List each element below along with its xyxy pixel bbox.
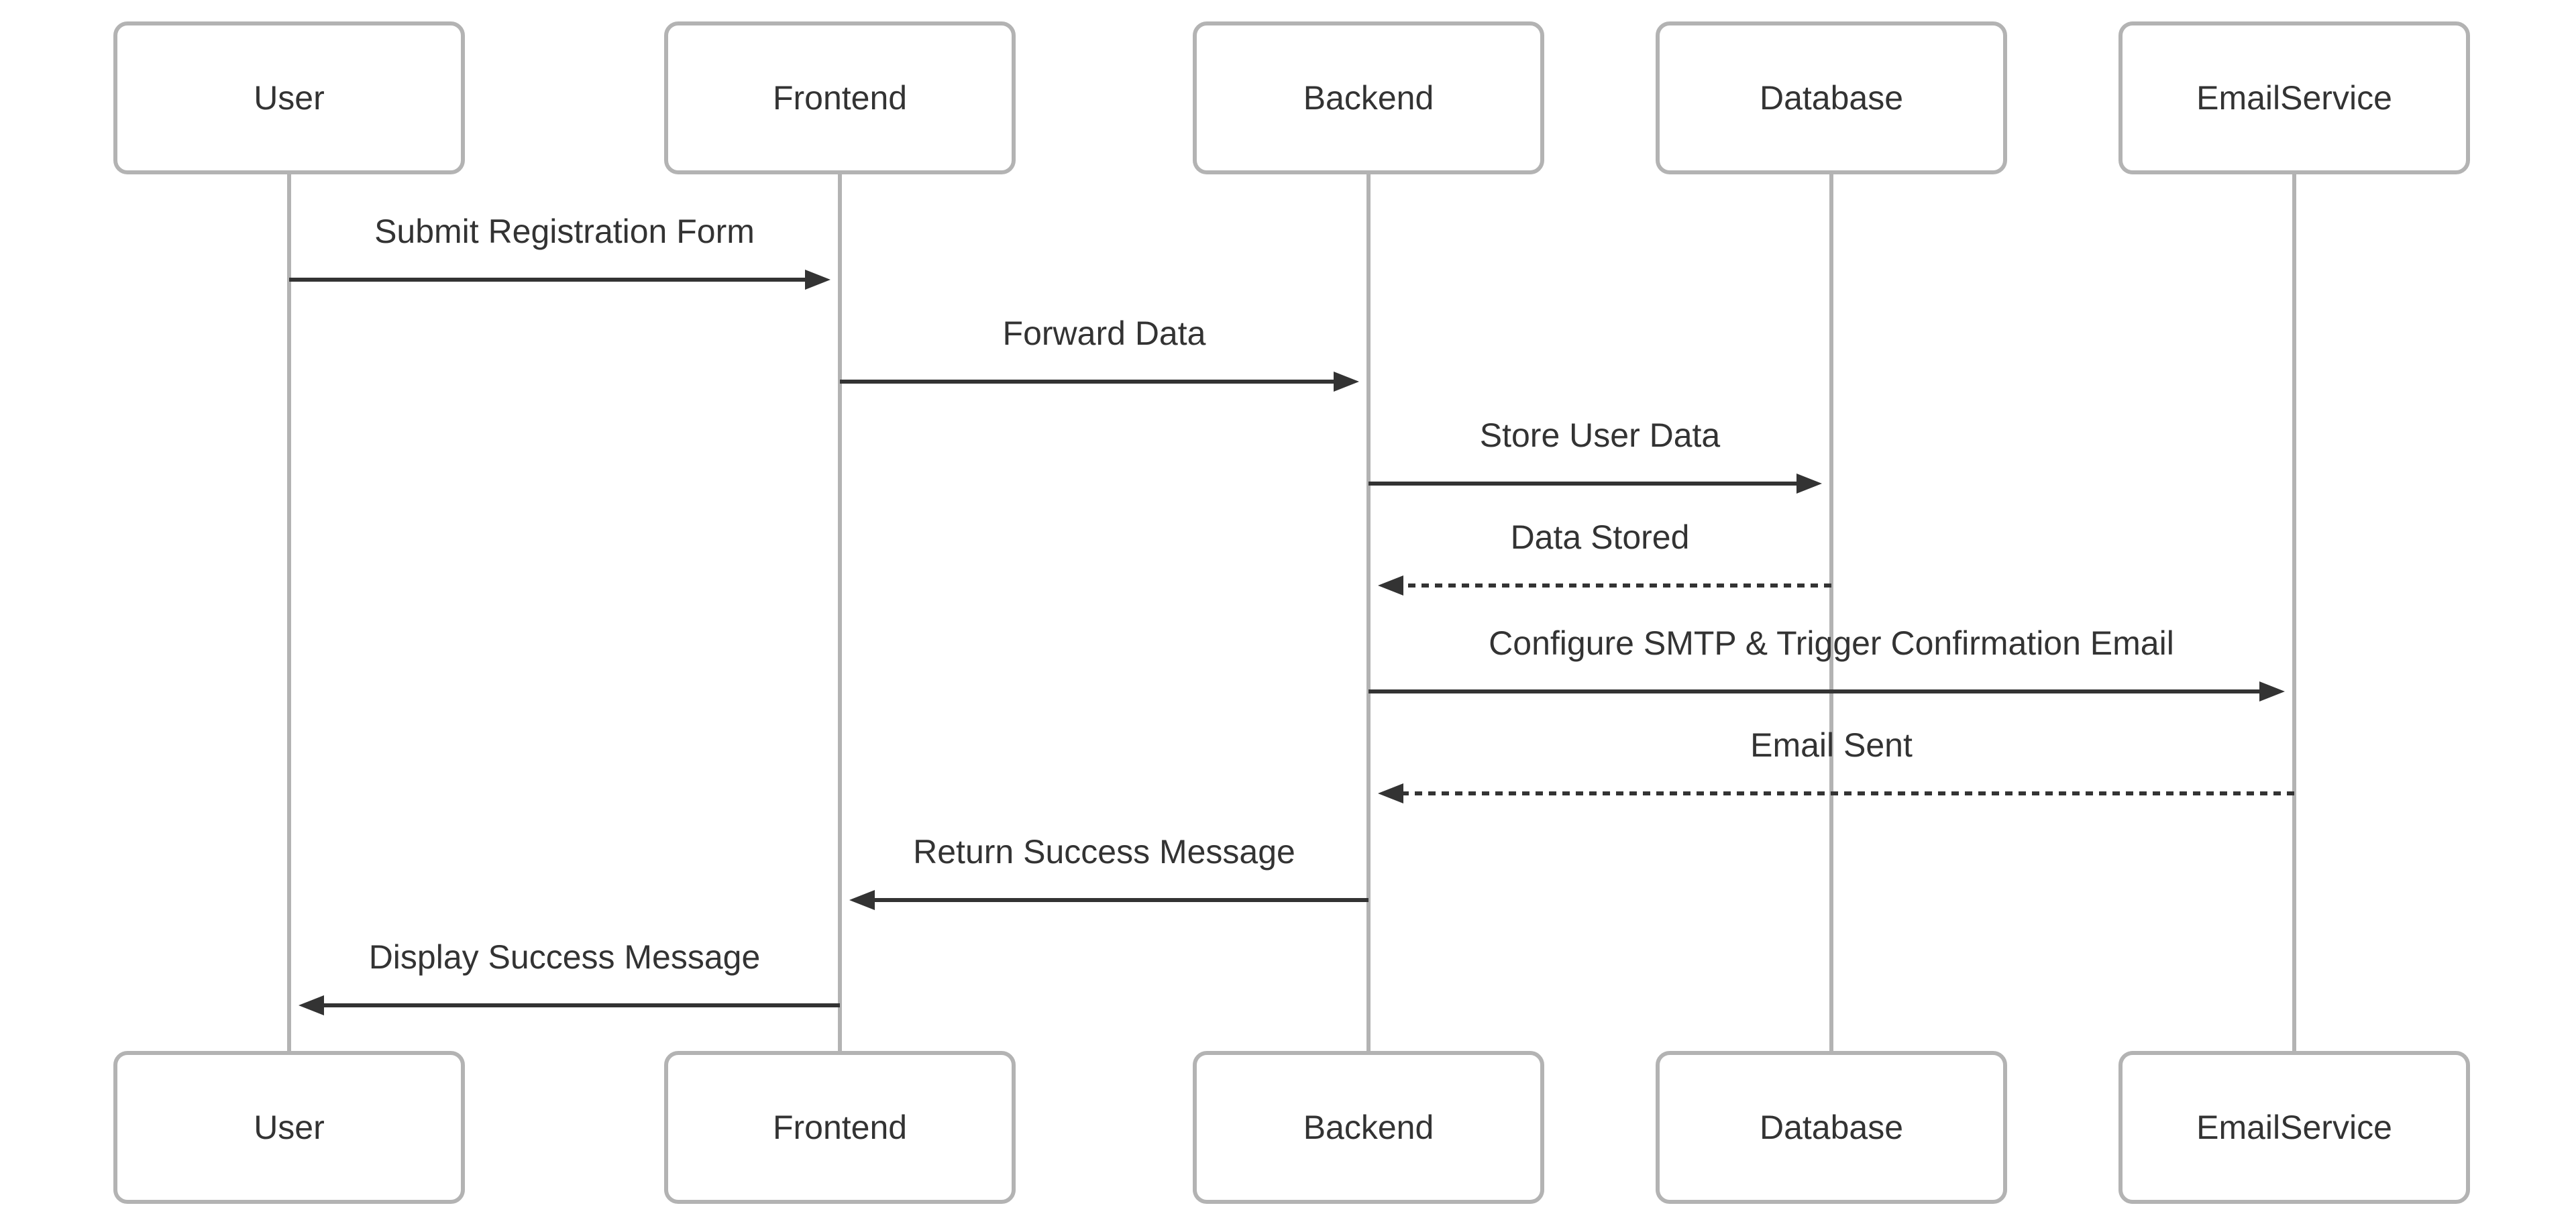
message-label: Forward Data xyxy=(1003,315,1206,352)
actor-label: Frontend xyxy=(773,79,907,117)
message-3: Store User Data xyxy=(1368,416,1822,494)
actor-database-top: Database xyxy=(1656,21,2007,174)
actor-box xyxy=(113,1051,465,1204)
actor-label: User xyxy=(254,1109,325,1146)
arrowhead-icon xyxy=(849,890,875,910)
arrowhead-icon xyxy=(1796,473,1822,494)
actor-label: Frontend xyxy=(773,1109,907,1146)
actor-label: User xyxy=(254,79,325,117)
actor-label: Database xyxy=(1760,1109,1903,1146)
message-7: Return Success Message xyxy=(849,833,1368,910)
arrowhead-icon xyxy=(1378,783,1403,803)
actor-database-bottom: Database xyxy=(1656,1051,2007,1204)
actor-box xyxy=(664,1051,1016,1204)
message-5: Configure SMTP & Trigger Confirmation Em… xyxy=(1368,624,2285,702)
actor-label: Database xyxy=(1760,79,1903,117)
actor-box xyxy=(2118,1051,2470,1204)
message-2: Forward Data xyxy=(840,315,1359,392)
message-label: Display Success Message xyxy=(369,938,761,976)
actor-box xyxy=(1193,21,1544,174)
message-label: Email Sent xyxy=(1750,726,1913,764)
actor-box xyxy=(1656,1051,2007,1204)
actor-backend-bottom: Backend xyxy=(1193,1051,1544,1204)
actor-box xyxy=(1193,1051,1544,1204)
arrowhead-icon xyxy=(299,995,324,1015)
actor-box xyxy=(1656,21,2007,174)
actor-frontend-top: Frontend xyxy=(664,21,1016,174)
lifelines xyxy=(287,172,2296,1053)
actor-box xyxy=(2118,21,2470,174)
actor-box xyxy=(664,21,1016,174)
message-label: Data Stored xyxy=(1511,518,1690,556)
arrowhead-icon xyxy=(2259,681,2285,702)
actor-emailservice-bottom: EmailService xyxy=(2118,1051,2470,1204)
message-6: Email Sent xyxy=(1378,726,2294,803)
actor-backend-top: Backend xyxy=(1193,21,1544,174)
actor-label: EmailService xyxy=(2196,1109,2392,1146)
actor-user-top: User xyxy=(113,21,465,174)
actor-user-bottom: User xyxy=(113,1051,465,1204)
arrowhead-icon xyxy=(1378,575,1403,596)
arrowhead-icon xyxy=(805,270,830,290)
actor-emailservice-top: EmailService xyxy=(2118,21,2470,174)
actor-label: Backend xyxy=(1303,79,1434,117)
message-8: Display Success Message xyxy=(299,938,840,1015)
actors-top: User Frontend Backend Database EmailService xyxy=(113,21,2470,174)
actor-label: EmailService xyxy=(2196,79,2392,117)
message-label: Return Success Message xyxy=(913,833,1295,871)
message-label: Store User Data xyxy=(1480,416,1721,454)
actors-bottom: User Frontend Backend Database EmailService xyxy=(113,1051,2470,1204)
message-1: Submit Registration Form xyxy=(289,213,830,290)
message-4: Data Stored xyxy=(1378,518,1831,596)
message-label: Submit Registration Form xyxy=(374,213,755,250)
message-label: Configure SMTP & Trigger Confirmation Em… xyxy=(1489,624,2174,662)
actor-frontend-bottom: Frontend xyxy=(664,1051,1016,1204)
actor-label: Backend xyxy=(1303,1109,1434,1146)
actor-box xyxy=(113,21,465,174)
arrowhead-icon xyxy=(1334,372,1359,392)
